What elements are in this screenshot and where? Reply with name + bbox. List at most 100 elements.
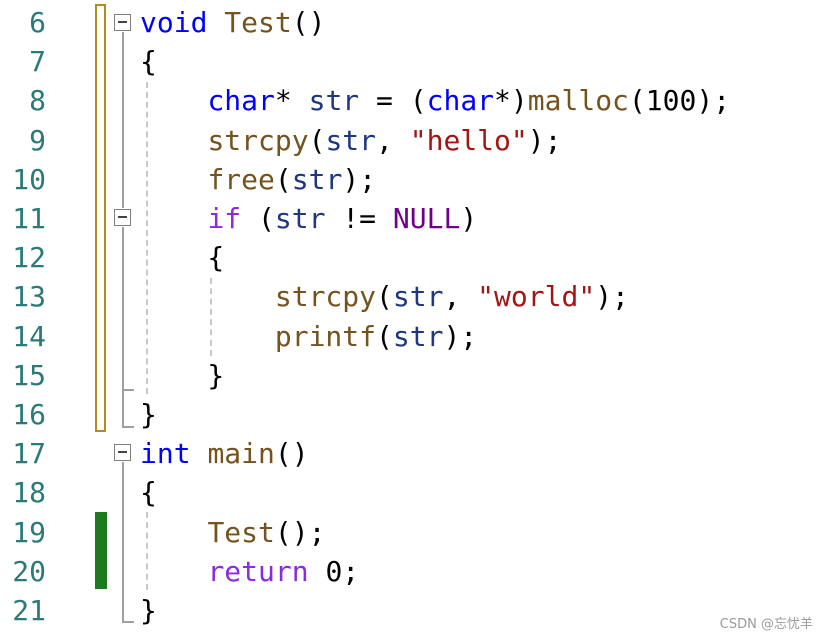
code-token — [140, 202, 207, 235]
code-text: char* str = (char*)malloc(100); — [140, 84, 730, 118]
code-line[interactable]: 17 int main() — [0, 435, 825, 474]
collapse-main-function-icon[interactable] — [114, 444, 131, 461]
code-token: ) — [460, 202, 478, 235]
indent-guide-test — [146, 82, 148, 394]
code-text: strcpy(str, "hello"); — [140, 124, 561, 158]
line-number: 20 — [12, 554, 46, 588]
code-token: str — [308, 84, 360, 118]
code-token: 0; — [308, 554, 360, 588]
code-line[interactable]: 18 { — [0, 474, 825, 513]
code-token: } — [140, 398, 157, 431]
code-token: free — [207, 162, 275, 196]
code-token: str — [274, 202, 326, 235]
collapse-test-function-icon[interactable] — [114, 14, 131, 31]
code-token — [140, 320, 275, 353]
code-token: str — [392, 319, 444, 353]
line-number: 16 — [12, 398, 46, 431]
fold-outline-test — [122, 32, 124, 208]
indent-guide-if — [210, 278, 212, 356]
code-token: ( — [241, 202, 275, 235]
saved-change-marker — [95, 4, 106, 432]
code-line[interactable]: 20 return 0; — [0, 553, 825, 592]
line-number: 9 — [29, 123, 46, 157]
line-number: 8 — [29, 84, 46, 118]
code-line[interactable]: 13 strcpy(str, "world"); — [0, 278, 825, 317]
code-token: () — [291, 6, 326, 39]
code-token: str — [392, 280, 444, 314]
line-number: 14 — [12, 319, 46, 353]
code-token: ( — [376, 280, 393, 314]
code-text: strcpy(str, "world"); — [140, 280, 629, 314]
code-token: NULL — [392, 202, 461, 235]
code-token — [207, 6, 224, 39]
code-line[interactable]: 15 } — [0, 357, 825, 396]
code-text: } — [140, 594, 157, 628]
code-token — [140, 516, 207, 549]
code-text: Test(); — [140, 516, 325, 550]
code-text: } — [140, 359, 224, 393]
code-token: "world" — [477, 280, 596, 314]
code-token: { — [140, 45, 157, 79]
code-token — [140, 163, 207, 196]
code-token — [140, 555, 207, 588]
code-line[interactable]: 14 printf(str); — [0, 318, 825, 357]
code-text: int main() — [140, 437, 309, 471]
code-line[interactable]: 10 free(str); — [0, 161, 825, 200]
line-number: 7 — [29, 45, 46, 79]
code-text: return 0; — [140, 555, 359, 589]
code-token: != — [325, 202, 393, 235]
code-token: char — [207, 84, 275, 118]
code-token — [140, 280, 275, 313]
code-line[interactable]: 7{ — [0, 43, 825, 82]
code-token: () — [274, 437, 309, 471]
code-token: Test — [207, 515, 275, 549]
code-token — [140, 84, 207, 117]
line-number: 13 — [12, 280, 46, 314]
code-line[interactable]: 19 Test(); — [0, 514, 825, 553]
code-line[interactable]: 12 { — [0, 239, 825, 278]
code-line[interactable]: 16} — [0, 396, 825, 435]
code-token: malloc — [527, 84, 629, 118]
code-token — [191, 437, 208, 470]
code-token: } — [140, 358, 225, 392]
code-token: ); — [443, 319, 478, 353]
code-line[interactable]: 9 strcpy(str, "hello"); — [0, 122, 825, 161]
code-text: { — [140, 476, 157, 510]
fold-end-if — [122, 389, 134, 391]
code-line[interactable]: 8 char* str = (char*)malloc(100); — [0, 82, 825, 121]
code-line[interactable]: 11 if (str != NULL) — [0, 200, 825, 239]
collapse-if-block-icon[interactable] — [114, 209, 131, 226]
watermark: CSDN @忘忧羊 — [719, 617, 813, 632]
code-token: ( — [308, 123, 326, 157]
code-token: *) — [494, 84, 528, 118]
code-token: (100); — [628, 84, 731, 118]
code-token: ); — [527, 123, 562, 157]
code-token: return — [207, 554, 309, 588]
code-line[interactable]: 21} — [0, 592, 825, 631]
line-number: 17 — [12, 437, 46, 471]
code-token — [140, 124, 207, 157]
code-text: { — [140, 241, 224, 275]
code-token: , — [443, 280, 478, 314]
code-token: char — [426, 84, 495, 118]
code-token: ( — [376, 319, 393, 353]
line-number: 10 — [12, 162, 46, 196]
code-token: strcpy — [207, 123, 309, 157]
code-token: if — [207, 202, 242, 235]
code-token: { — [140, 241, 225, 275]
code-token: "hello" — [409, 123, 528, 157]
code-token: strcpy — [274, 280, 377, 314]
line-number: 18 — [12, 476, 46, 510]
code-token: void — [140, 6, 208, 39]
code-token: Test — [224, 6, 292, 39]
code-token: str — [291, 162, 343, 196]
code-text: void Test() — [140, 6, 325, 40]
line-number: 12 — [12, 241, 46, 275]
code-token: * — [274, 84, 309, 118]
code-text: free(str); — [140, 163, 376, 197]
code-token: int — [140, 437, 191, 471]
line-number: 15 — [12, 358, 46, 392]
code-token: main — [207, 437, 275, 471]
